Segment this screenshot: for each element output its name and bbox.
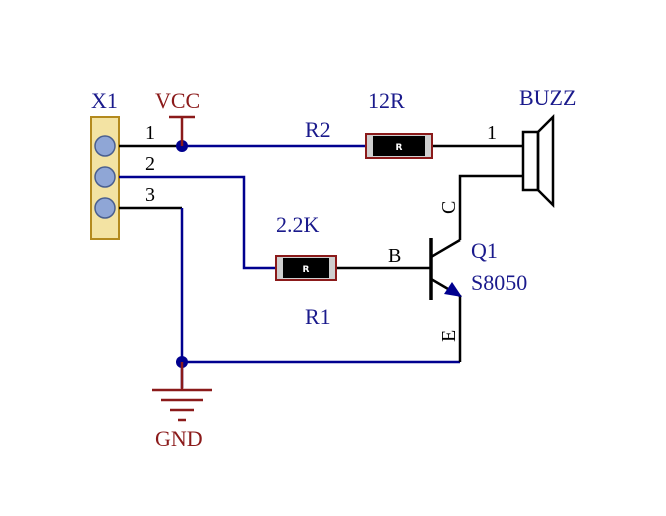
connector-pad-3 — [94, 197, 116, 219]
wire-collector-to-buzzer — [458, 174, 523, 240]
connector-ref-label: X1 — [91, 88, 118, 113]
resistor-r1: R — [275, 255, 337, 281]
r2-value-label: 12R — [368, 88, 405, 113]
buzzer-symbol — [521, 113, 555, 209]
resistor-r2-mark: R — [396, 143, 403, 153]
transistor-ref-label: Q1 — [471, 238, 498, 263]
buzzer-ref-label: BUZZ — [519, 85, 576, 110]
emitter-pin-label: E — [438, 330, 460, 342]
vcc-symbol — [169, 115, 195, 146]
transistor-q1 — [429, 238, 462, 300]
resistor-r2: R — [365, 133, 433, 159]
collector-pin-label: C — [438, 201, 460, 214]
vcc-label: VCC — [155, 88, 200, 113]
emitter-arrow — [444, 282, 462, 297]
connector-pin-number: 3 — [145, 184, 155, 206]
connector-x1 — [90, 116, 120, 240]
connector-pin-number: 1 — [145, 122, 155, 144]
connector-pad-2 — [94, 166, 116, 188]
buzzer-pin-label: 1 — [487, 122, 497, 144]
resistor-r1-mark: R — [303, 265, 310, 275]
r1-value-label: 2.2K — [276, 212, 320, 237]
connector-pad-1 — [94, 135, 116, 157]
gnd-label: GND — [155, 426, 203, 451]
gnd-symbol — [152, 362, 212, 422]
wire-pin2-to-r1 — [119, 175, 276, 270]
transistor-part-label: S8050 — [471, 270, 527, 295]
connector-pin-number: 2 — [145, 153, 155, 175]
r1-ref-label: R1 — [305, 304, 331, 329]
r2-ref-label: R2 — [305, 117, 331, 142]
base-pin-label: B — [388, 245, 401, 267]
